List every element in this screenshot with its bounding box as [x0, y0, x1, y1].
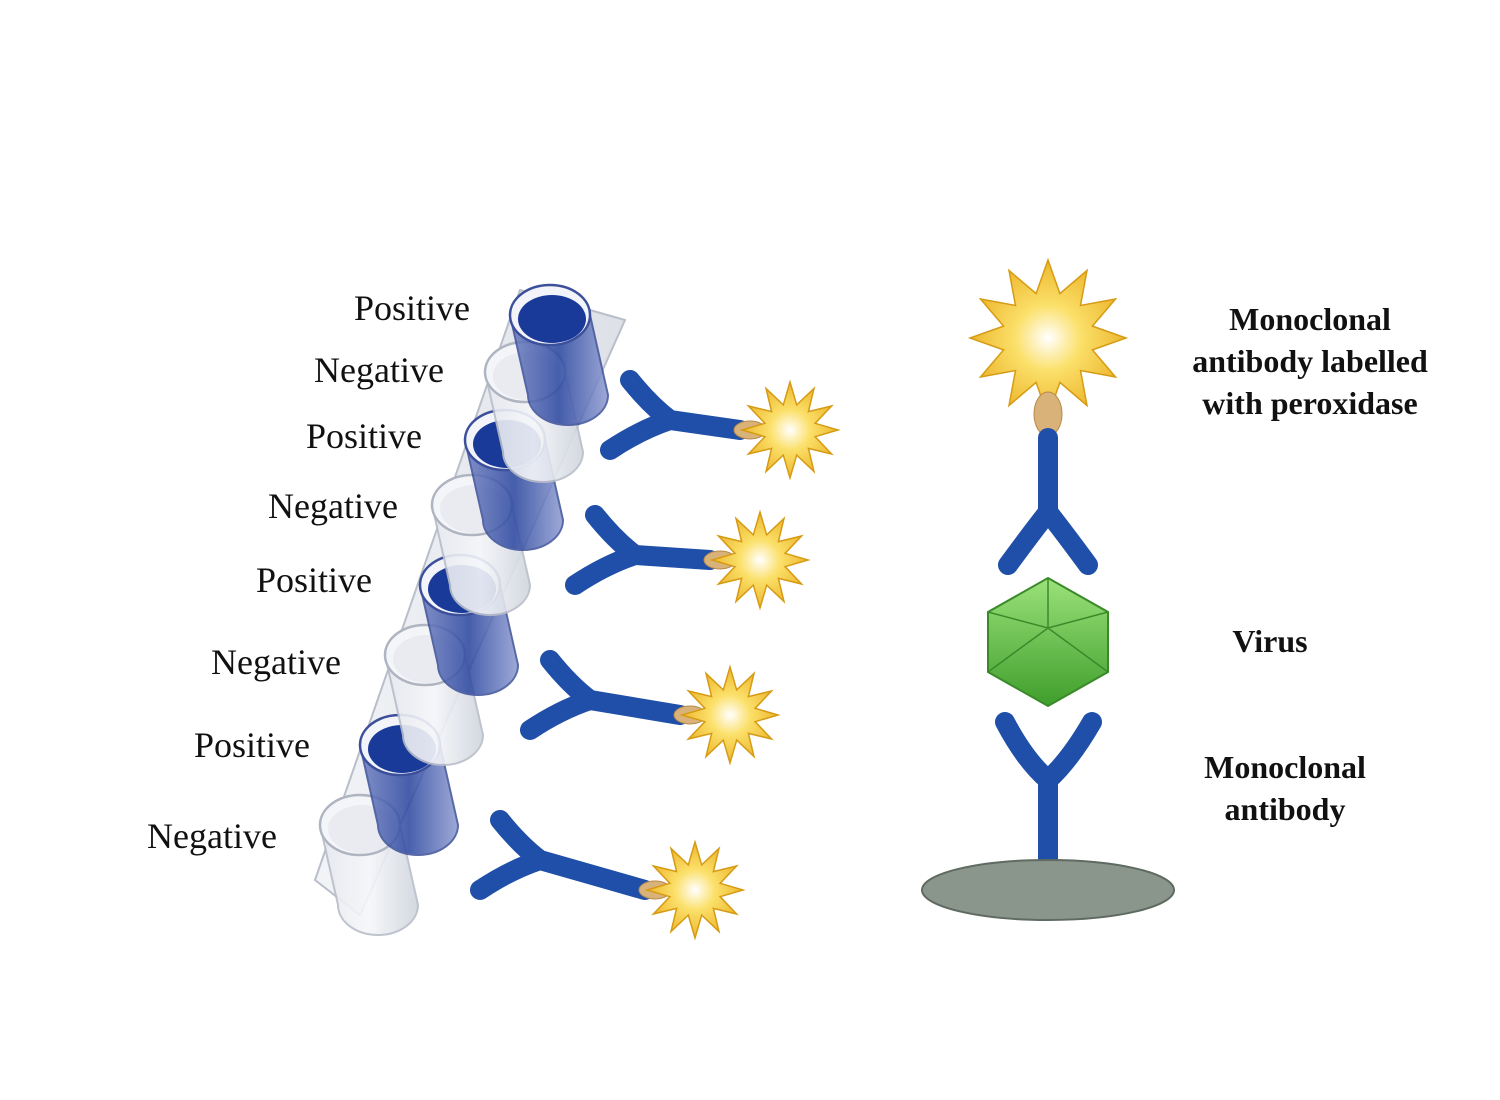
labelled-antibody-1	[600, 370, 841, 481]
antibody-shape	[565, 505, 720, 595]
antibody-shape	[470, 810, 655, 900]
well-label-4: Negative	[268, 486, 398, 526]
legend-labelled-antibody-line-1: Monoclonal	[1229, 301, 1391, 337]
well-liquid	[518, 295, 586, 343]
well-label-1: Positive	[354, 288, 471, 328]
plate-surface	[921, 859, 1175, 921]
peroxidase-star-icon	[644, 839, 746, 941]
virus-facet-lines	[987, 578, 1109, 673]
legend-labelled-antibody-line-3: with peroxidase	[1202, 385, 1418, 421]
labelled-antibody-3	[520, 650, 781, 766]
antibody-shape	[520, 650, 690, 740]
peroxidase-star-icon	[679, 664, 781, 766]
peroxidase-star-icon	[709, 509, 811, 611]
labelled-antibody-2	[565, 505, 811, 611]
well-label-5: Positive	[256, 560, 373, 600]
well-label-6: Negative	[211, 642, 341, 682]
well-label-3: Positive	[306, 416, 423, 456]
legend-antibody-line-2: antibody	[1224, 791, 1346, 827]
legend-capture-antibody-shape	[995, 712, 1102, 890]
legend-labelled-antibody-shape	[998, 428, 1098, 575]
legend-antibody-line-1: Monoclonal	[1204, 749, 1366, 785]
legend-virus-line-1: Virus	[1232, 623, 1308, 659]
well-1-positive	[508, 283, 610, 426]
legend-labelled-antibody-line-2: antibody labelled	[1192, 343, 1428, 379]
virus-icon	[987, 576, 1109, 708]
well-label-7: Positive	[194, 725, 311, 765]
peroxidase-star-icon	[739, 379, 841, 481]
labelled-antibody-4	[470, 810, 746, 941]
well-label-2: Negative	[314, 350, 444, 390]
antibody-shape	[600, 370, 750, 460]
well-label-8: Negative	[147, 816, 277, 856]
legend-labelled-antibody: Monoclonal antibody labelled with peroxi…	[1170, 298, 1450, 424]
legend-antibody: Monoclonal antibody	[1170, 746, 1400, 830]
legend-virus: Virus	[1200, 620, 1340, 662]
